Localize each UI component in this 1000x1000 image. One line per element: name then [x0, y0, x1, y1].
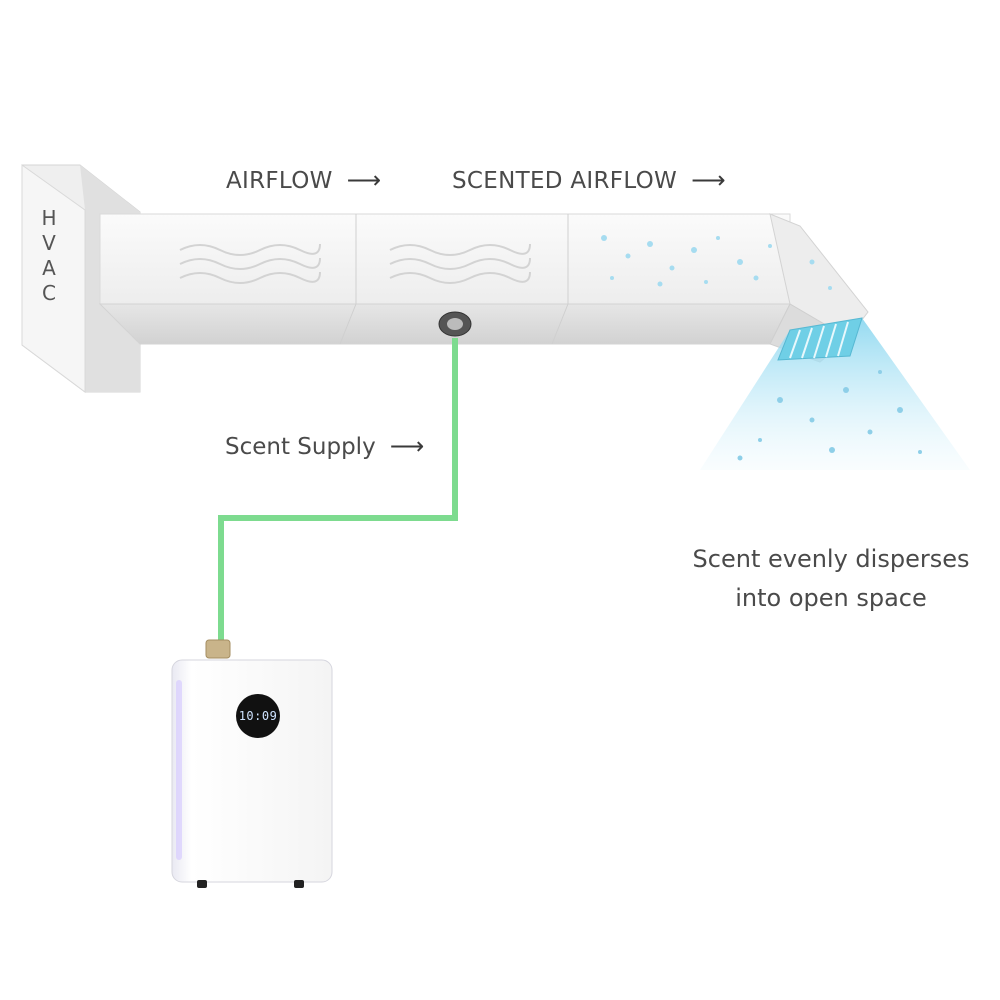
arrow-right-icon: ⟶	[346, 166, 382, 194]
scent-mist	[700, 318, 970, 470]
airflow-waves	[179, 243, 531, 284]
nozzle-icon	[438, 311, 472, 337]
disperse-caption: Scent evenly disperses into open space	[690, 540, 972, 618]
device-display: 10:09	[238, 709, 278, 723]
vent-grille	[777, 317, 863, 361]
diffuser-device	[171, 639, 333, 888]
arrow-right-icon: ⟶	[389, 432, 425, 460]
scent-supply-label: Scent Supply⟶	[225, 432, 425, 460]
mist-particles	[737, 370, 922, 461]
hvac-label: HVAC	[41, 206, 57, 305]
airflow-label: AIRFLOW⟶	[226, 166, 382, 194]
scent-tube	[218, 338, 458, 646]
duct	[98, 213, 869, 363]
arrow-right-icon: ⟶	[691, 166, 726, 194]
scent-particles	[601, 235, 832, 290]
disperse-line-2: into open space	[735, 584, 927, 612]
scented-airflow-label: SCENTED AIRFLOW⟶	[452, 166, 726, 194]
disperse-line-1: Scent evenly disperses	[692, 545, 970, 573]
